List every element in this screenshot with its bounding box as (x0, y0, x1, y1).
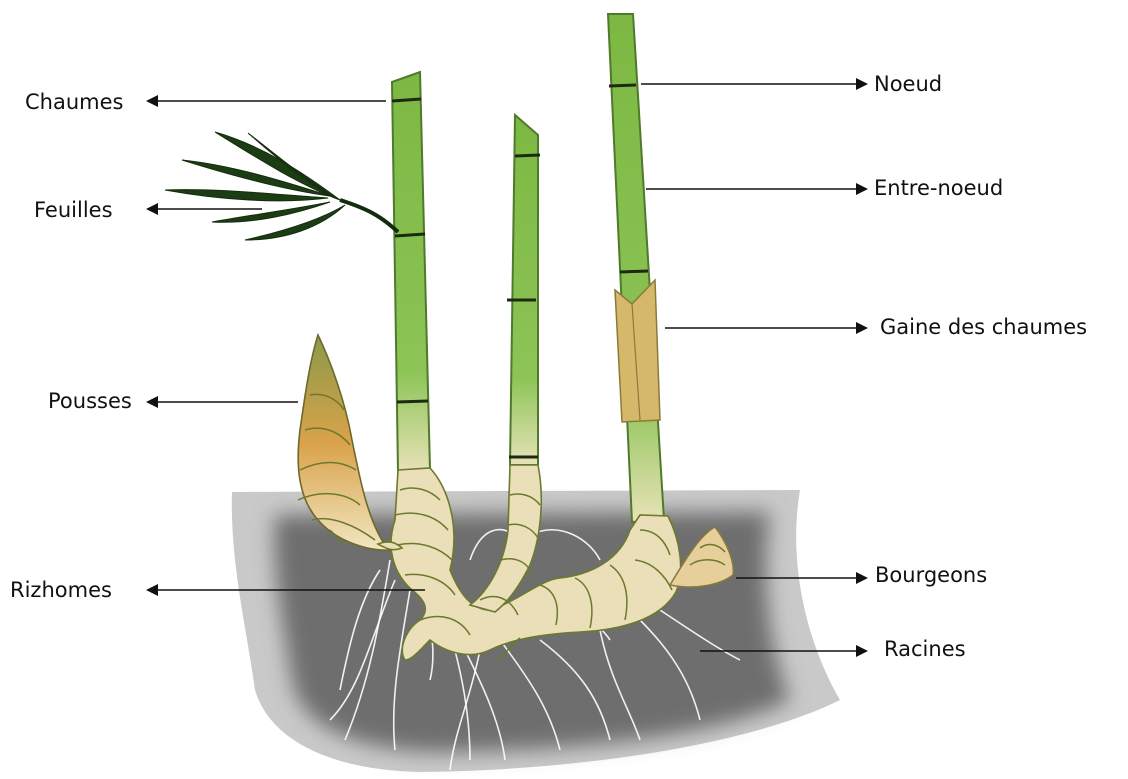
culm-left (392, 72, 430, 472)
label-noeud: Noeud (874, 72, 942, 96)
label-entre-noeud: Entre-noeud (874, 176, 1003, 200)
culm-middle (507, 115, 540, 465)
label-chaumes-group: Chaumes (25, 90, 386, 114)
culm-sheath (615, 280, 660, 422)
arrowhead-chaumes (146, 95, 158, 107)
label-chaumes: Chaumes (25, 90, 123, 114)
arrowhead-noeud (856, 78, 868, 90)
label-pousses-group: Pousses (48, 389, 298, 413)
label-bourgeons: Bourgeons (875, 563, 987, 587)
arrowhead-rizhomes (146, 584, 158, 596)
arrowhead-entre-noeud (856, 183, 868, 195)
label-pousses: Pousses (48, 389, 132, 413)
arrowhead-feuilles (146, 203, 158, 215)
arrowhead-gaine (856, 322, 868, 334)
leaves (165, 132, 398, 240)
label-gaine-group: Gaine des chaumes (665, 315, 1087, 339)
label-noeud-group: Noeud (641, 72, 942, 96)
label-racines: Racines (884, 637, 966, 661)
label-entre-noeud-group: Entre-noeud (646, 176, 1003, 200)
culm-right (608, 14, 664, 522)
label-rizhomes: Rizhomes (10, 578, 112, 602)
label-feuilles-group: Feuilles (34, 198, 262, 222)
arrowhead-racines (856, 645, 868, 657)
arrowhead-bourgeons (856, 572, 868, 584)
label-feuilles: Feuilles (34, 198, 113, 222)
label-gaine-des-chaumes: Gaine des chaumes (880, 315, 1087, 339)
arrowhead-pousses (146, 396, 158, 408)
